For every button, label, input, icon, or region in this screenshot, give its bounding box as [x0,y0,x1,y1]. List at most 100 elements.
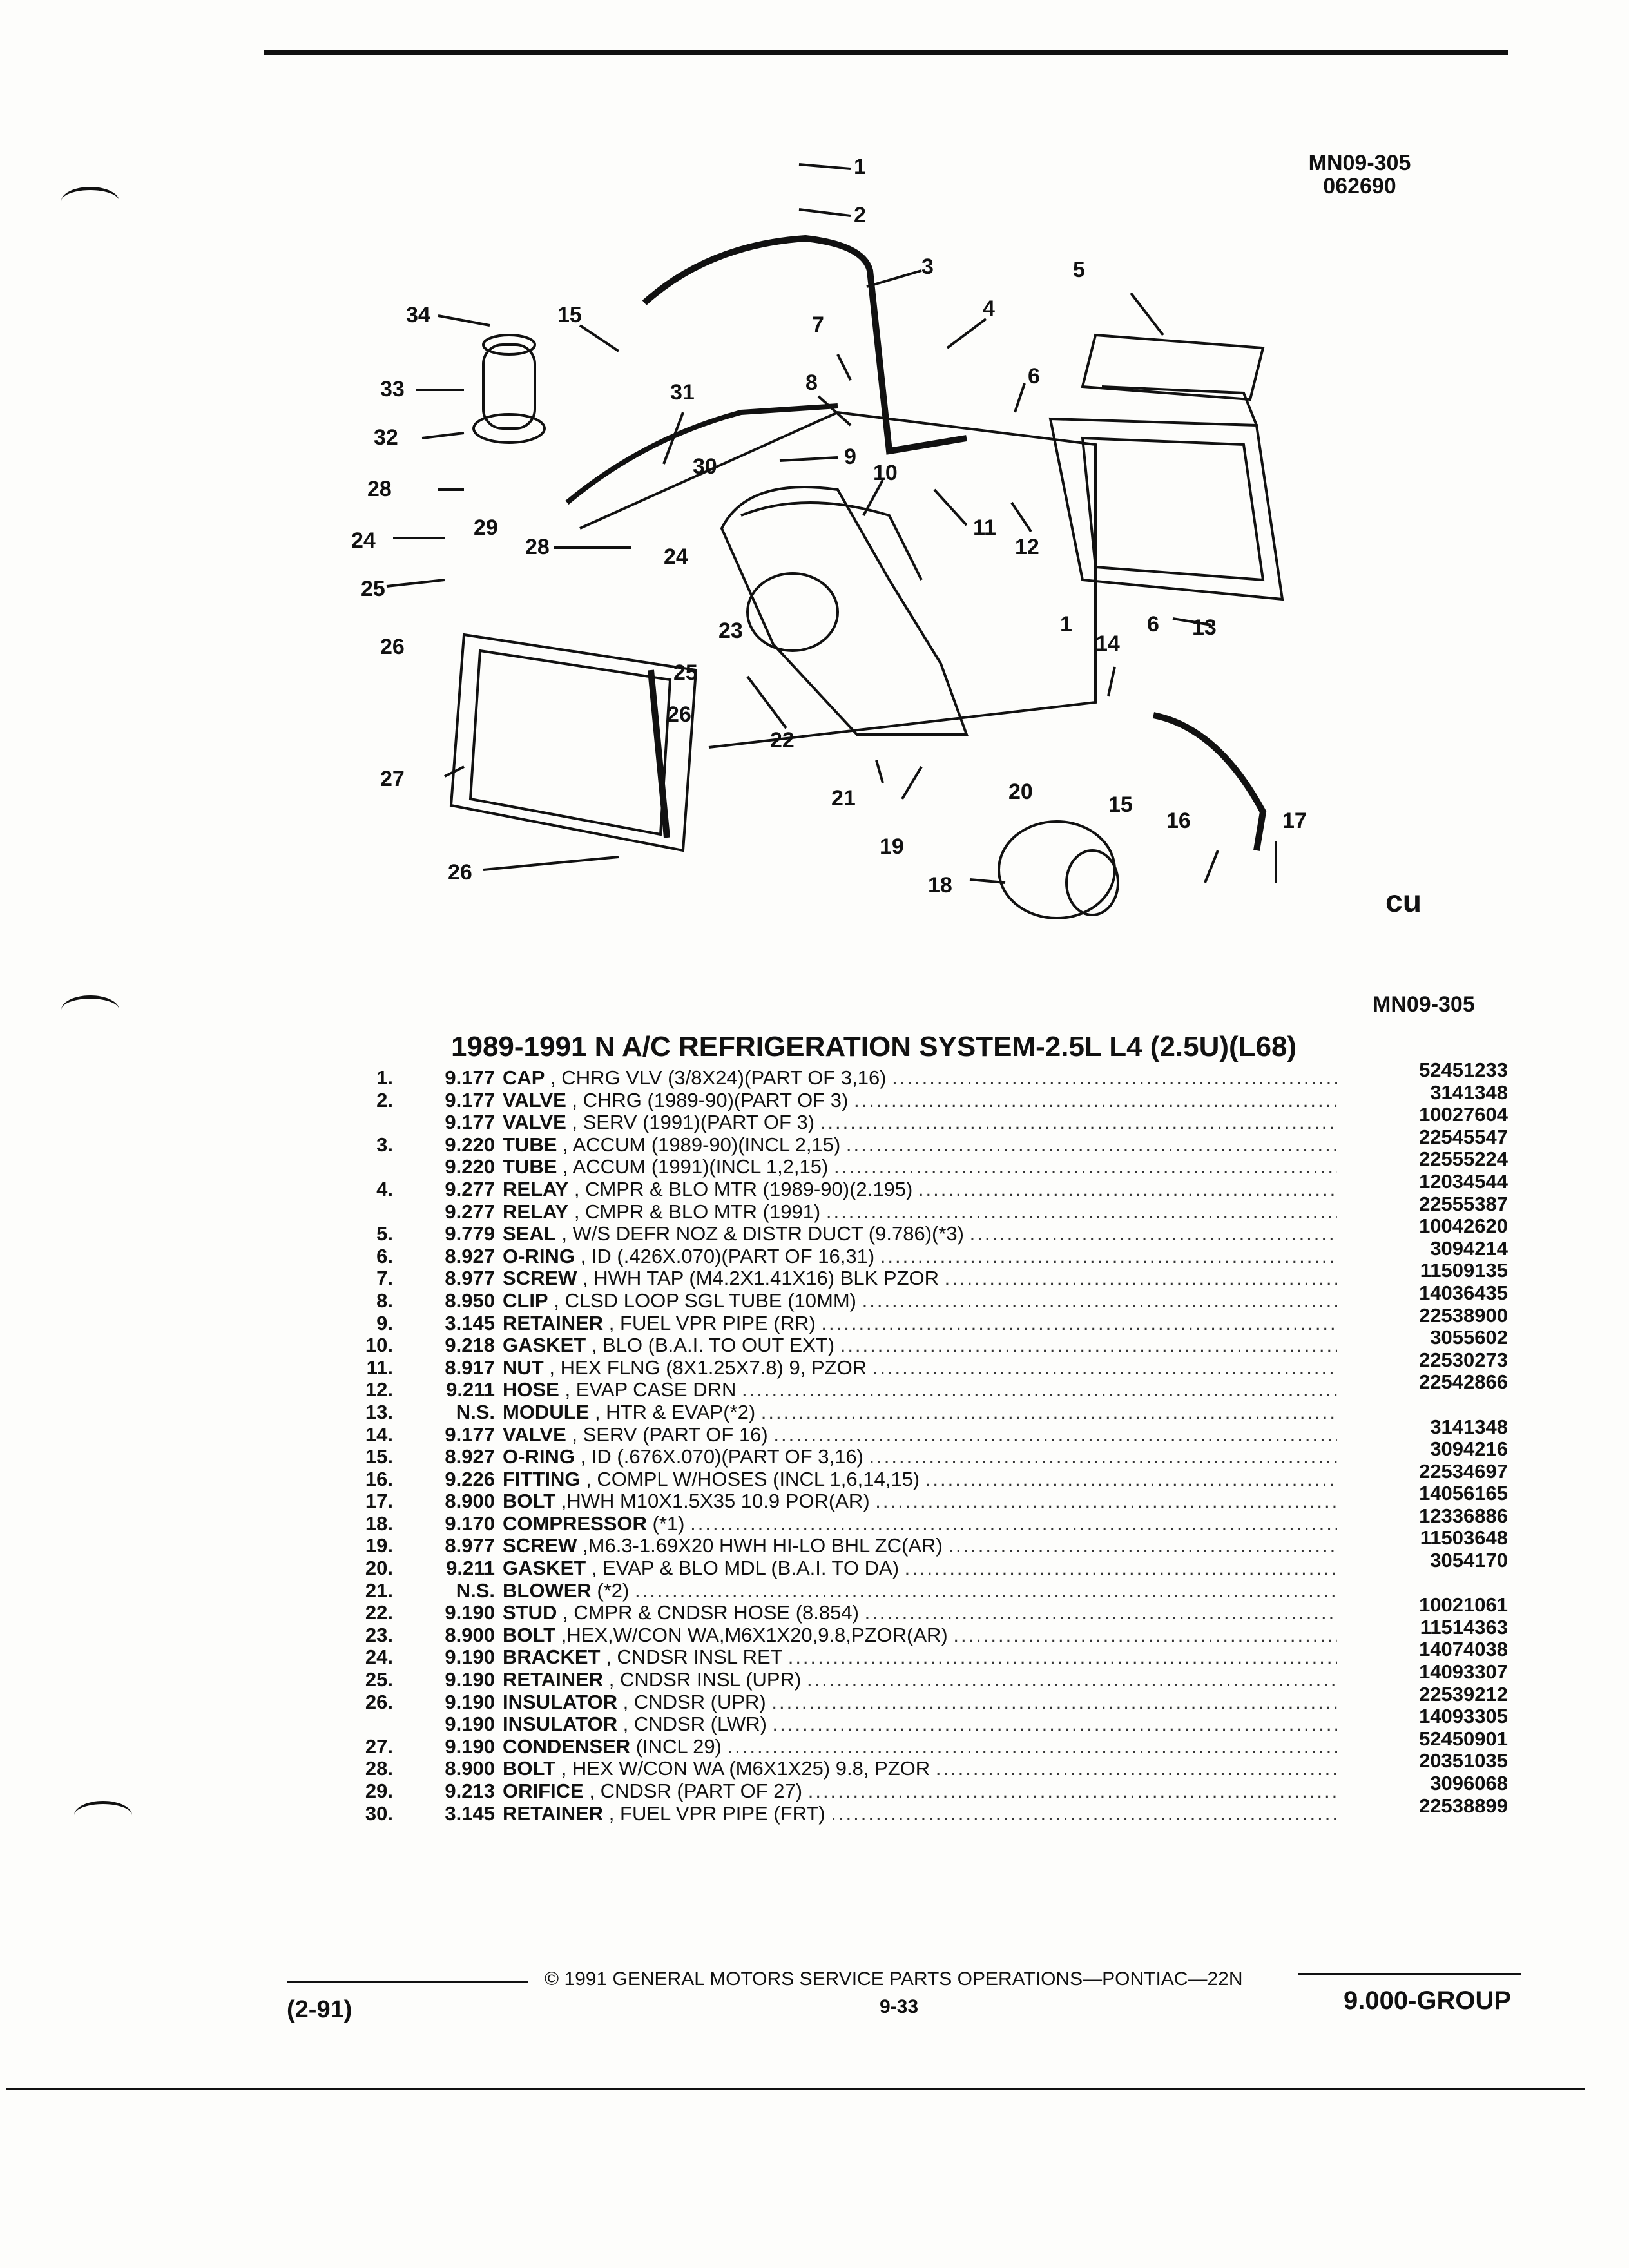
callout-label: 8 [805,370,818,395]
part-number-index: 11. [366,1356,393,1379]
callout-label: 10 [873,461,898,485]
hose-drawing [565,403,838,505]
part-description: RETAINER , CNDSR INSL (UPR) ............… [503,1669,1337,1691]
part-description: STUD , CMPR & CNDSR HOSE (8.854) .......… [503,1602,1337,1624]
part-name: TUBE [503,1156,557,1178]
group-number: 9.190 [445,1713,495,1736]
part-name: NUT [503,1356,544,1379]
part-number-index: 18. [365,1512,393,1535]
callout-label: 27 [380,767,405,791]
part-detail: , HTR & EVAP(*2) [594,1401,756,1423]
group-number: 9.177 [445,1423,495,1446]
part-detail: , COMPL W/HOSES (INCL 1,6,14,15) [586,1468,920,1490]
part-number: 14093305 [1419,1705,1508,1728]
part-number: 22538900 [1419,1303,1508,1327]
callout-label: 34 [406,303,430,327]
part-detail: , CHRG VLV (3/8X24)(PART OF 3,16) [550,1067,887,1089]
part-detail: , SERV (PART OF 16) [572,1423,768,1446]
leader-dots: ........................................… [918,1178,1337,1200]
callout-label: 25 [361,577,385,601]
leader-dots: ........................................… [862,1289,1337,1312]
part-description: O-RING , ID (.426X.070)(PART OF 16,31) .… [503,1245,1337,1268]
blower-drawing [720,486,969,736]
leader-dots: ........................................… [953,1624,1337,1646]
leader-dots: ........................................… [969,1223,1337,1245]
group-number: 8.927 [445,1445,495,1468]
part-name: INSULATOR [503,1691,617,1713]
callout-label: 22 [770,728,795,753]
compressor-drawing [998,820,1116,919]
part-name: FITTING [503,1468,581,1490]
callout-label: 26 [448,860,472,885]
evaporator-module-drawing [1048,417,1284,601]
part-name: RELAY [503,1200,569,1223]
diagram-artwork [386,163,1284,919]
condenser-drawing [449,633,698,852]
callout-label: 1 [854,155,866,179]
leader-dots: ........................................… [771,1691,1337,1713]
part-description: VALVE , CHRG (1989-90)(PART OF 3) ......… [503,1090,1337,1112]
margin-mark [61,187,119,216]
group-number: 8.977 [445,1534,495,1557]
group-number: 3.145 [445,1802,495,1825]
part-description: RETAINER , FUEL VPR PIPE (FRT) .........… [503,1803,1337,1825]
part-description: SCREW ,M6.3-1.69X20 HWH HI-LO BHL ZC(AR)… [503,1535,1337,1557]
part-number-index: 20. [365,1557,393,1580]
callout-label: 2 [854,203,866,227]
part-number: 3055602 [1430,1326,1508,1349]
part-number-index: 17. [365,1490,393,1513]
part-name: BLOWER [503,1579,592,1602]
group-number: 9.211 [446,1378,495,1401]
part-detail: , CNDSR (LWR) [622,1713,767,1736]
group-number: 9.211 [446,1557,495,1580]
leader-dots: ........................................… [833,1156,1337,1178]
section-title: 1989-1991 N A/C REFRIGERATION SYSTEM-2.5… [451,1031,1297,1062]
part-description: COMPRESSOR (*1) ........................… [503,1513,1337,1535]
part-description: GASKET , EVAP & BLO MDL (B.A.I. TO DA) .… [503,1557,1337,1580]
part-description: BOLT ,HWH M10X1.5X35 10.9 POR(AR) ......… [503,1490,1337,1513]
leader-dots: ........................................… [807,1780,1337,1802]
part-description: NUT , HEX FLNG (8X1.25X7.8) 9, PZOR ....… [503,1357,1337,1379]
leader-dots: ........................................… [760,1401,1337,1423]
callout-label: 4 [983,296,995,321]
part-name: HOSE [503,1379,559,1401]
part-detail: , ACCUM (1991)(INCL 1,2,15) [563,1156,829,1178]
callout-label: 33 [380,377,405,401]
callout-label: 6 [1147,612,1159,637]
group-number: 9.177 [445,1088,495,1111]
part-detail: , ACCUM (1989-90)(INCL 2,15) [563,1133,841,1156]
leader-dots: ........................................… [806,1669,1337,1691]
callout-label: 11 [973,515,996,540]
part-number-index: 28. [365,1757,393,1780]
part-description: RELAY , CMPR & BLO MTR (1991) ..........… [503,1201,1337,1224]
leader-dots: ........................................… [948,1535,1337,1557]
part-detail: , CMPR & CNDSR HOSE (8.854) [563,1602,859,1624]
footer-page-number: 9-33 [880,1996,919,2017]
leader-dots: ........................................… [773,1423,1337,1446]
part-number-index: 14. [365,1423,393,1446]
callout-label: 21 [831,786,856,811]
callout-label: 12 [1015,535,1039,559]
part-number-index: 24. [365,1646,393,1669]
part-name: RETAINER [503,1312,604,1334]
callout-label: 25 [673,660,698,685]
part-number: 22534697 [1419,1459,1508,1483]
part-detail: , CMPR & BLO MTR (1991) [574,1200,821,1223]
part-number: 11509135 [1420,1259,1508,1282]
part-name: RETAINER [503,1802,604,1825]
part-number: 22545547 [1419,1125,1508,1148]
bottom-rule [6,2088,1585,2090]
part-detail: , ID (.676X.070)(PART OF 3,16) [580,1446,863,1468]
group-number: 9.220 [445,1155,495,1178]
part-description: ORIFICE , CNDSR (PART OF 27) ...........… [503,1780,1337,1803]
part-detail: , CHRG (1989-90)(PART OF 3) [572,1089,849,1111]
